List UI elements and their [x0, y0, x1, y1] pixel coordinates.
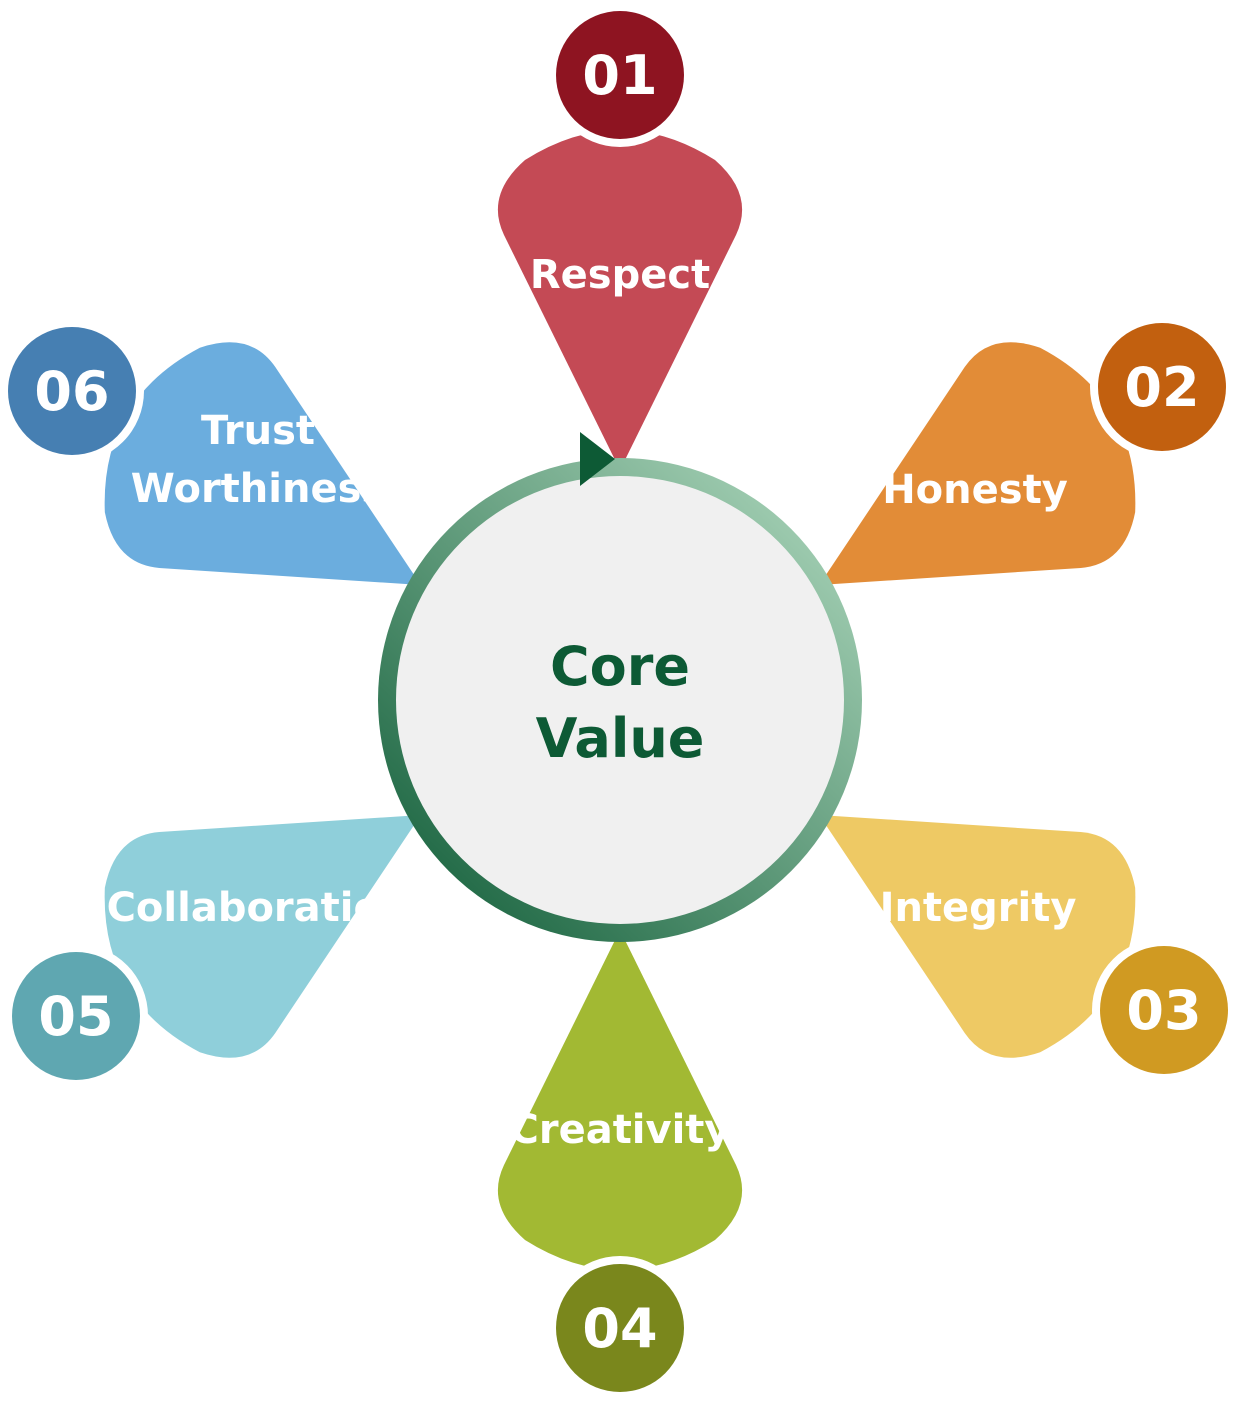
core-title-line1: Core [550, 635, 690, 698]
petal-integrity [819, 815, 1136, 1058]
petal-label-integrity: Integrity [880, 885, 1077, 931]
badges-layer: 01 02 03 04 05 06 [0, 3, 1236, 1400]
badge-circle [1100, 946, 1228, 1074]
badge-number: 04 [582, 1297, 657, 1360]
core-circle [396, 476, 844, 924]
petal-label-respect: Respect [530, 252, 710, 298]
core-title-line2: Value [536, 707, 705, 770]
badge-circle [556, 11, 684, 139]
badge-04: 04 [548, 1256, 692, 1400]
badge-number: 05 [38, 985, 113, 1048]
badge-circle [1098, 323, 1226, 451]
petals-layer [104, 130, 1136, 1270]
badge-number: 06 [34, 360, 109, 423]
petal-trust-worthiness [104, 342, 421, 585]
petal-label-collaboration: Collaboration [107, 885, 410, 931]
core-circle-group: Core Value [378, 432, 862, 942]
badge-number: 01 [582, 44, 657, 107]
badge-05: 05 [4, 944, 148, 1088]
petal-label-honesty: Honesty [882, 467, 1068, 513]
cycle-arrow-icon [580, 432, 615, 486]
badge-03: 03 [1092, 938, 1236, 1082]
petal-label-trust-worthiness-2: Worthiness [131, 466, 385, 512]
badge-02: 02 [1090, 315, 1234, 459]
badge-circle [8, 327, 136, 455]
petal-label-creativity: Creativity [509, 1107, 730, 1153]
petal-collaboration [104, 815, 421, 1058]
petal-honesty [819, 342, 1136, 585]
badge-01: 01 [548, 3, 692, 147]
badge-circle [12, 952, 140, 1080]
badge-number: 03 [1126, 979, 1201, 1042]
petal-label-trust-worthiness-1: Trust [201, 408, 315, 454]
petal-creativity [497, 930, 743, 1270]
badge-06: 06 [0, 319, 144, 463]
badge-circle [556, 1264, 684, 1392]
badge-number: 02 [1124, 356, 1199, 419]
petal-respect [497, 130, 743, 470]
